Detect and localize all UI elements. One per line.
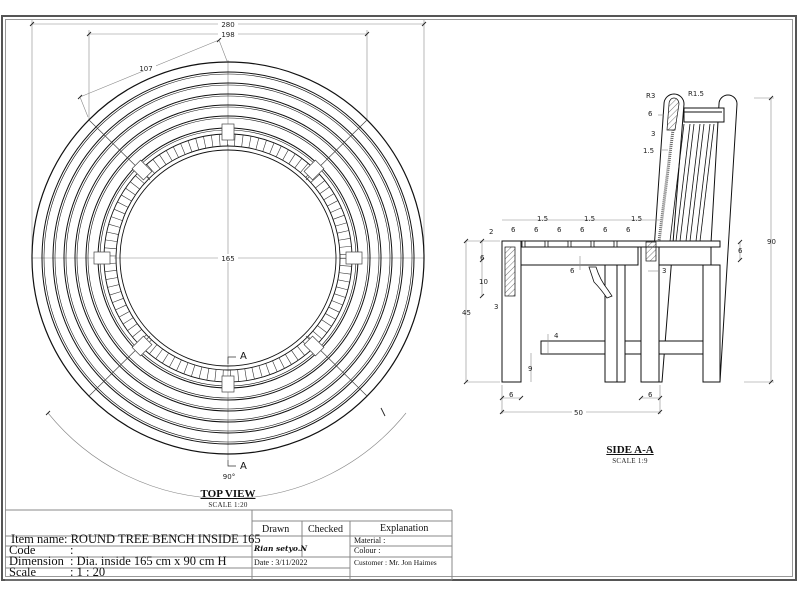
- dim-slat-3: 6: [557, 226, 562, 234]
- side-view-dimensions: [465, 97, 774, 414]
- drawing-date: Date : 3/11/2022: [254, 558, 308, 567]
- dim-slat-2: 6: [534, 226, 539, 234]
- sheet-frame-inner: [5, 19, 793, 577]
- customer-field: Customer : Mr. Jon Haimes: [354, 558, 437, 567]
- code-label: Code: [9, 543, 36, 557]
- dim-back-6: 6: [648, 110, 653, 118]
- dimension-ticks: [29, 21, 427, 417]
- dim-280: 280: [221, 21, 234, 29]
- side-view-scale: SCALE 1:9: [612, 457, 648, 465]
- segment-joints: [88, 119, 368, 397]
- dim-107: 107: [139, 65, 152, 73]
- dim-r3: R3: [646, 92, 655, 100]
- explanation-header: Explanation: [380, 523, 429, 534]
- dim-slat-1: 6: [511, 226, 516, 234]
- side-dim-ticks: [463, 95, 774, 415]
- item-name-value: : ROUND TREE BENCH INSIDE 165: [64, 532, 261, 546]
- dim-slat-5: 6: [603, 226, 608, 234]
- top-view-title: TOP VIEW: [200, 488, 256, 500]
- colour-field: Colour :: [354, 546, 381, 555]
- dim-seat-thickness: 2: [489, 228, 493, 236]
- seat-frame: [501, 240, 721, 383]
- seat-slat-gaps: [521, 240, 618, 248]
- section-marker-a-bottom: A: [240, 461, 247, 472]
- dim-leg-front-6: 6: [509, 391, 514, 399]
- top-view-scale: SCALE 1:20: [208, 501, 248, 509]
- dim-post-3: 3: [662, 267, 666, 275]
- dim-gap-2: 1.5: [584, 215, 595, 223]
- dim-stretcher-4: 4: [554, 332, 559, 340]
- item-name-label: Item name: [11, 532, 65, 546]
- dim-r1-5: R1.5: [688, 90, 704, 98]
- dim-gap-1: 1.5: [537, 215, 548, 223]
- checked-header: Checked: [308, 524, 343, 535]
- dim-stretcher-9: 9: [528, 365, 532, 373]
- dim-rail-6: 6: [570, 267, 575, 275]
- code-value: :: [70, 543, 74, 557]
- dim-apron-10: 10: [479, 278, 488, 286]
- scale-label: Scale: [9, 565, 37, 579]
- dim-gap-3: 1.5: [631, 215, 642, 223]
- dim-slat-6: 6: [626, 226, 631, 234]
- dim-apron-6: 6: [480, 254, 485, 262]
- dim-slat-4: 6: [580, 226, 585, 234]
- drawn-header: Drawn: [262, 524, 290, 535]
- dimension-value: : Dia. inside 165 cm x 90 cm H: [70, 554, 227, 568]
- dim-back-3: 3: [651, 130, 655, 138]
- dimension-label: Dimension: [9, 554, 64, 568]
- scale-value: : 1 : 20: [70, 565, 106, 579]
- drawn-by-signature: Rian setyo.N: [254, 544, 308, 553]
- dim-198: 198: [221, 31, 234, 39]
- dim-seat-height-45: 45: [462, 309, 471, 317]
- section-markers: [227, 356, 236, 467]
- dim-seat-depth-50: 50: [574, 409, 583, 417]
- dim-back-1-5: 1.5: [643, 147, 654, 155]
- section-marker-a-top: A: [240, 351, 247, 362]
- dim-right-rail-6: 6: [738, 247, 743, 255]
- dim-left-3: 3: [494, 303, 498, 311]
- dim-165: 165: [221, 255, 234, 263]
- side-view-title: SIDE A-A: [606, 444, 654, 456]
- material-field: Material :: [354, 536, 386, 545]
- dim-overall-height-90: 90: [767, 238, 776, 246]
- dim-90-degree: 90°: [223, 473, 235, 481]
- dim-leg-back-6: 6: [648, 391, 653, 399]
- hatched-sections: [504, 241, 657, 297]
